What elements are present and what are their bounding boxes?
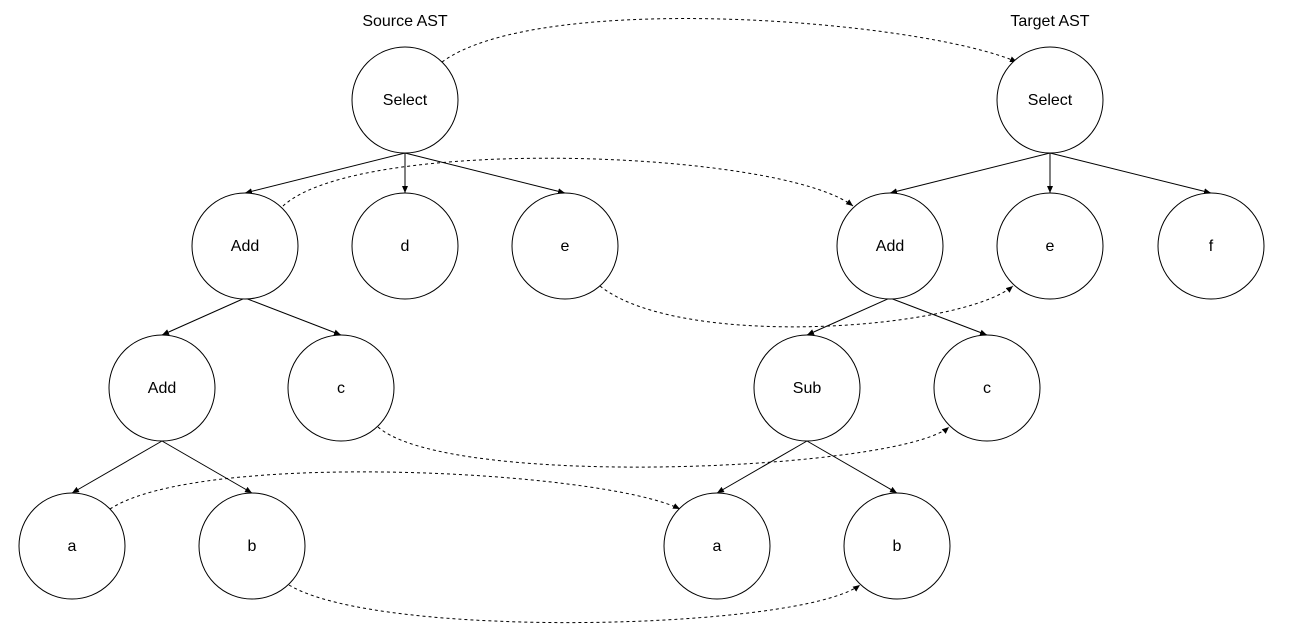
source-edge-add-b [161, 440, 253, 494]
target-node-sub: Sub [753, 334, 861, 442]
source-node-d: d [351, 192, 459, 300]
target-ast-title: Target AST [1010, 13, 1089, 30]
source-node-e: e [511, 192, 619, 300]
target-node-select-label: Select [1028, 92, 1073, 109]
target-node-a: a [663, 492, 771, 600]
target-node-c-label: c [983, 380, 991, 397]
target-edge-sub-a [716, 440, 808, 494]
target-node-b: b [843, 492, 951, 600]
target-node-add: Add [836, 192, 944, 300]
source-node-b-label: b [248, 538, 257, 555]
source-node-c-label: c [337, 380, 345, 397]
mapping-b-b [288, 584, 861, 624]
target-node-select: Select [996, 46, 1104, 154]
mapping-add-add [282, 157, 854, 207]
target-node-add-label: Add [876, 238, 904, 255]
target-edge-sub-b [806, 440, 898, 494]
source-node-add-inner: Add [108, 334, 216, 442]
source-node-b: b [198, 492, 306, 600]
target-node-a-label: a [713, 538, 722, 555]
source-edge-select-add [244, 152, 406, 195]
target-edge-select-f [1049, 152, 1212, 195]
mapping-a-a [109, 471, 681, 510]
target-node-sub-label: Sub [793, 380, 822, 397]
mapping-select-select [441, 18, 1018, 63]
source-node-add: Add [191, 192, 299, 300]
source-edge-add-c [244, 297, 342, 336]
source-edge-add-a [71, 440, 163, 494]
target-node-e: e [996, 192, 1104, 300]
target-node-e-label: e [1046, 238, 1055, 255]
source-node-a: a [18, 492, 126, 600]
source-node-e-label: e [561, 238, 570, 255]
source-node-add-inner-label: Add [148, 380, 176, 397]
source-edge-select-e [404, 152, 566, 195]
source-node-add-label: Add [231, 238, 259, 255]
mapping-e-e [599, 285, 1014, 328]
target-edge-select-add [889, 152, 1051, 195]
target-node-f: f [1157, 192, 1265, 300]
target-edge-add-sub [806, 297, 891, 336]
source-node-a-label: a [68, 538, 77, 555]
mapping-c-c [377, 426, 950, 468]
target-edge-add-c [889, 297, 988, 336]
source-ast-title: Source AST [362, 13, 448, 30]
source-node-c: c [287, 334, 395, 442]
source-node-select: Select [351, 46, 459, 154]
source-node-select-label: Select [383, 92, 428, 109]
target-node-b-label: b [893, 538, 902, 555]
source-edge-add-add [161, 297, 246, 336]
target-node-c: c [933, 334, 1041, 442]
target-node-f-label: f [1209, 238, 1214, 255]
source-node-d-label: d [401, 238, 410, 255]
